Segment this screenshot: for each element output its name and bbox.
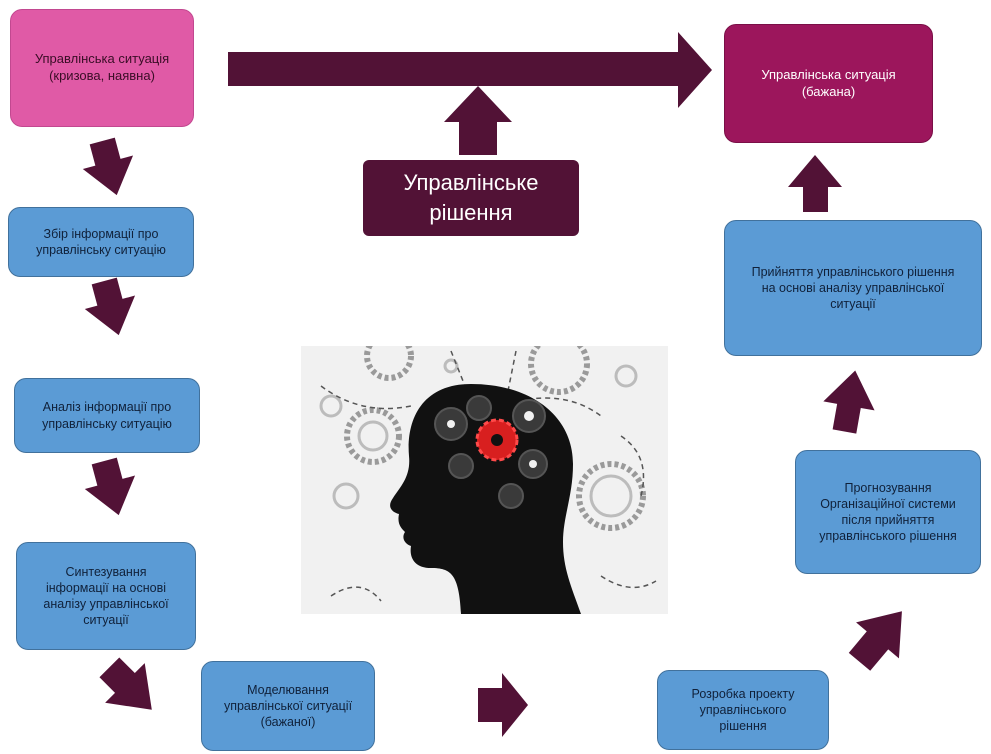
down-arrow-3 — [84, 457, 136, 516]
diagonal-arrow-up-right — [848, 611, 902, 671]
down-arrow-2 — [84, 277, 136, 336]
management-decision-label: Управлінське рішення — [403, 170, 539, 225]
current-situation-box: Управлінська ситуація (кризова, наявна) — [10, 9, 194, 127]
analyze-info-box: Аналіз інформації про управлінську ситуа… — [14, 378, 200, 453]
project-development-label: Розробка проекту управлінського рішення — [691, 686, 795, 734]
modeling-label: Моделювання управлінської ситуації (бажа… — [223, 682, 353, 730]
adoption-label: Прийняття управлінського рішення на осно… — [751, 264, 955, 312]
collect-info-label: Збір інформації про управлінську ситуаці… — [36, 226, 166, 257]
adoption-box: Прийняття управлінського рішення на осно… — [724, 220, 982, 356]
head-silhouette — [390, 384, 581, 614]
modeling-box: Моделювання управлінської ситуації (бажа… — [201, 661, 375, 751]
desired-situation-label: Управлінська ситуація (бажана) — [761, 66, 896, 99]
diagonal-arrow-bottom-left — [99, 657, 152, 710]
decision-up-arrow — [444, 86, 512, 155]
main-horizontal-arrow — [228, 32, 712, 108]
right-arrow-bottom — [478, 673, 528, 737]
collect-info-box: Збір інформації про управлінську ситуаці… — [8, 207, 194, 277]
project-development-box: Розробка проекту управлінського рішення — [657, 670, 829, 750]
forecasting-label: Прогнозування Організаційної системи піс… — [819, 480, 957, 544]
synthesize-info-box: Синтезування інформації на основі аналіз… — [16, 542, 196, 650]
synthesize-info-label: Синтезування інформації на основі аналіз… — [43, 564, 169, 628]
management-decision-box: Управлінське рішення — [363, 160, 579, 236]
current-situation-label: Управлінська ситуація (кризова, наявна) — [34, 51, 170, 83]
down-arrow-1 — [82, 137, 134, 196]
head-with-gears-illustration — [301, 346, 668, 614]
analyze-info-label: Аналіз інформації про управлінську ситуа… — [42, 400, 172, 431]
up-arrow-desired — [788, 155, 842, 212]
forecasting-box: Прогнозування Організаційної системи піс… — [795, 450, 981, 574]
up-arrow-adoption — [823, 370, 875, 434]
desired-situation-box: Управлінська ситуація (бажана) — [724, 24, 933, 143]
